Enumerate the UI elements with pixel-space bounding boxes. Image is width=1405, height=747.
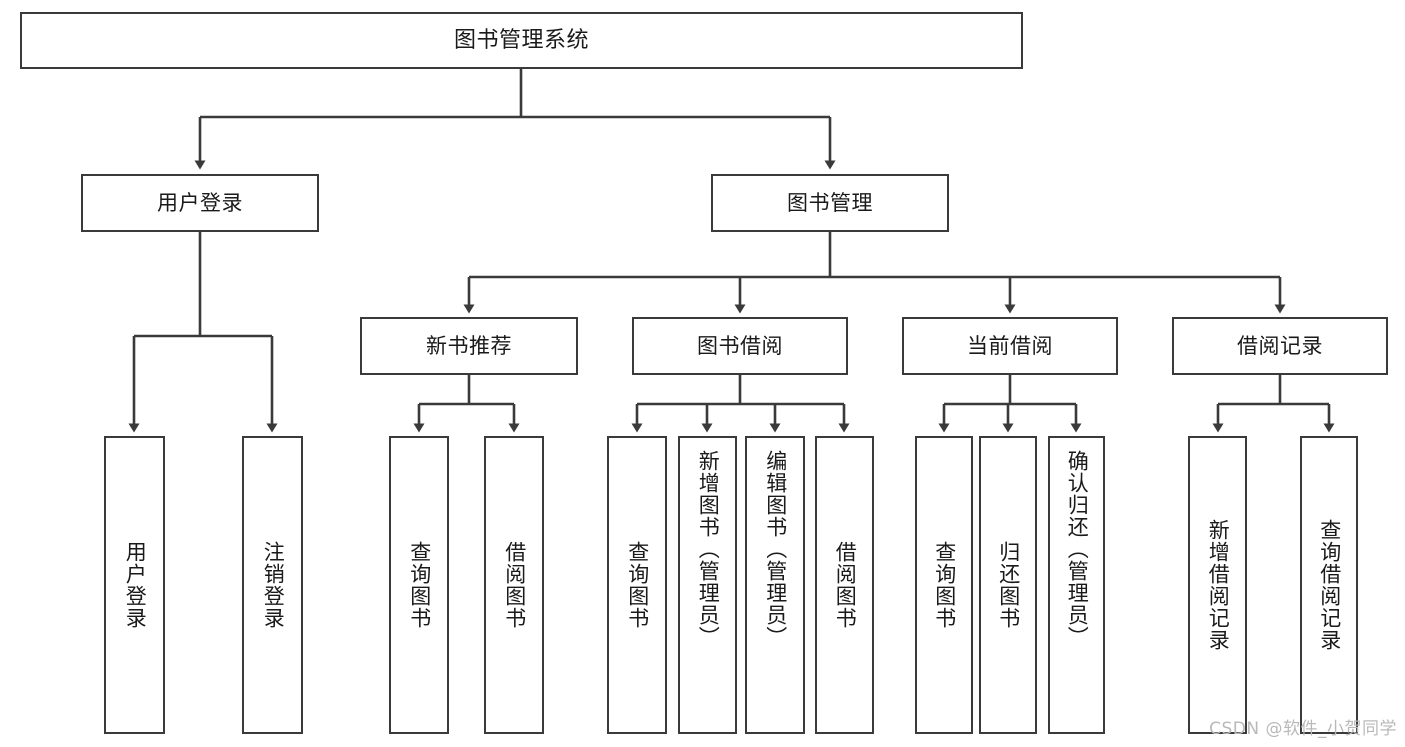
node-label: 借阅记录 (1237, 333, 1323, 358)
leaf-add-book-admin[interactable]: 新增图书（管理员） (678, 436, 737, 734)
node-borrow-record[interactable]: 借阅记录 (1172, 317, 1388, 375)
leaf-return-book[interactable]: 归还图书 (979, 436, 1037, 734)
leaf-user-login[interactable]: 用户登录 (104, 436, 165, 734)
node-label: 当前借阅 (967, 333, 1053, 358)
node-label: 用户登录 (123, 541, 148, 629)
leaf-query-borrow-record[interactable]: 查询借阅记录 (1300, 436, 1358, 734)
node-label: 新书推荐 (426, 333, 512, 358)
node-label: 查询图书 (625, 541, 650, 629)
node-label: 新增借阅记录 (1206, 519, 1231, 651)
node-label: 借阅图书 (502, 541, 527, 629)
node-book-management[interactable]: 图书管理 (711, 174, 949, 232)
leaf-borrow-book-new-recommend[interactable]: 借阅图书 (484, 436, 544, 734)
node-label: 借阅图书 (833, 541, 858, 629)
node-label: 查询图书 (932, 541, 957, 629)
node-label: 查询图书 (407, 541, 432, 629)
node-current-borrow[interactable]: 当前借阅 (902, 317, 1118, 375)
leaf-confirm-return-admin[interactable]: 确认归还（管理员） (1048, 436, 1105, 734)
node-new-book-recommend[interactable]: 新书推荐 (360, 317, 578, 375)
leaf-add-borrow-record[interactable]: 新增借阅记录 (1188, 436, 1247, 734)
leaf-query-book-new-recommend[interactable]: 查询图书 (389, 436, 449, 734)
node-label: 图书管理 (787, 190, 873, 215)
node-label: 图书借阅 (697, 333, 783, 358)
node-label: 查询借阅记录 (1317, 519, 1342, 651)
node-label: 归还图书 (996, 541, 1021, 629)
leaf-query-book-borrow[interactable]: 查询图书 (607, 436, 667, 734)
leaf-borrow-book-borrow[interactable]: 借阅图书 (815, 436, 874, 734)
node-label: 图书管理系统 (453, 27, 589, 53)
node-label: 用户登录 (157, 190, 243, 215)
node-root-book-management-system[interactable]: 图书管理系统 (20, 12, 1023, 69)
node-label: 确认归还（管理员） (1065, 450, 1090, 648)
leaf-logout-login[interactable]: 注销登录 (242, 436, 303, 734)
node-label: 新增图书（管理员） (696, 450, 721, 648)
node-user-login[interactable]: 用户登录 (81, 174, 319, 232)
leaf-edit-book-admin[interactable]: 编辑图书（管理员） (745, 436, 805, 734)
node-book-borrow[interactable]: 图书借阅 (632, 317, 848, 375)
node-label: 注销登录 (261, 541, 286, 629)
node-label: 编辑图书（管理员） (763, 450, 788, 648)
leaf-query-book-current[interactable]: 查询图书 (915, 436, 973, 734)
watermark-csdn: CSDN @软件_小贺同学 (1209, 719, 1397, 739)
